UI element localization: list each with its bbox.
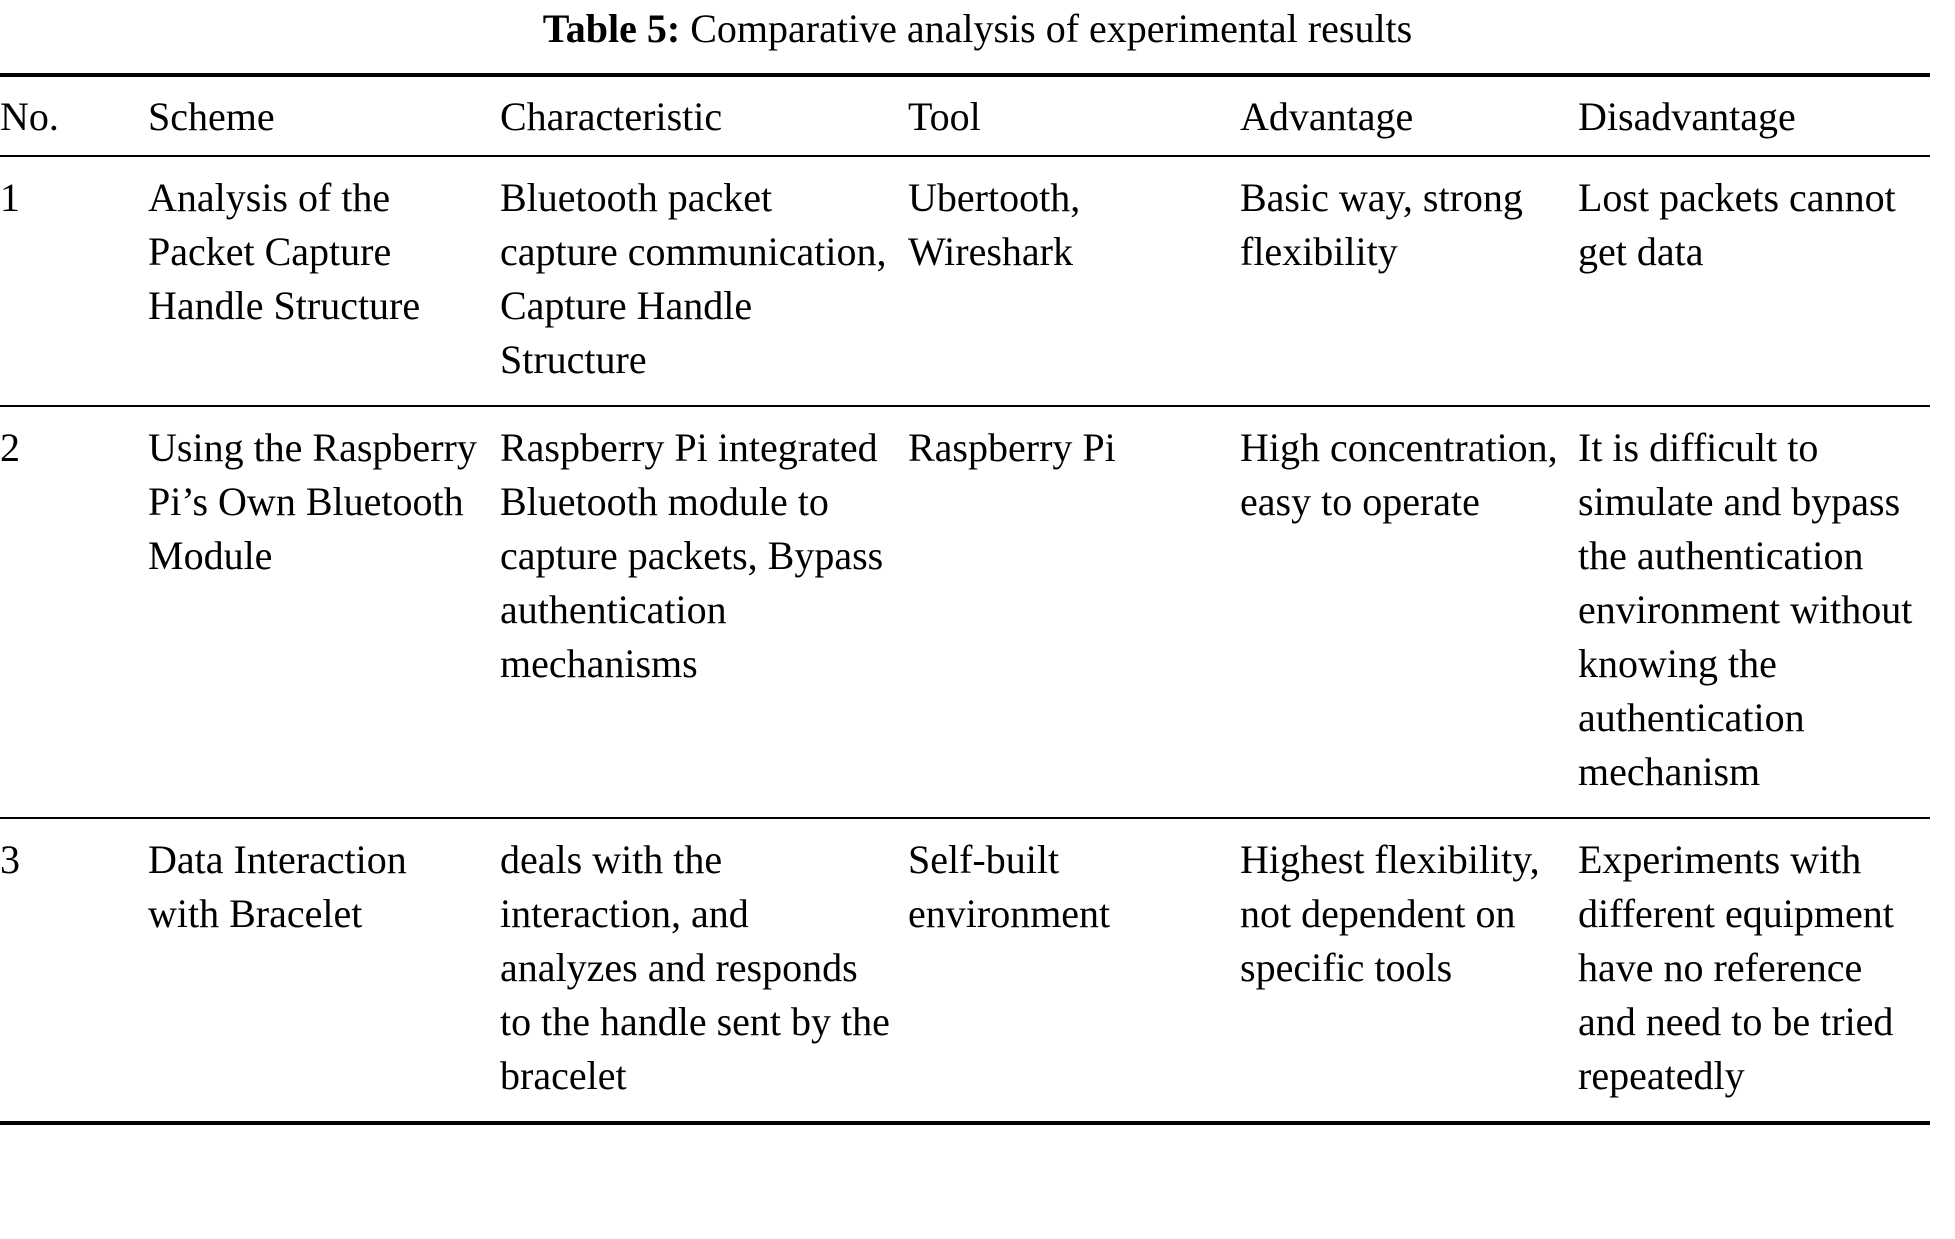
cell-characteristic: Bluetooth packet capture communication, … (500, 175, 887, 382)
cell-disadvantage: It is difficult to simulate and bypass t… (1578, 425, 1913, 794)
table-caption-label: Table 5: (542, 6, 681, 51)
column-header-characteristic: Characteristic (500, 94, 723, 139)
cell-no: 3 (0, 837, 20, 882)
cell-no: 1 (0, 175, 20, 220)
column-header-scheme: Scheme (148, 94, 275, 139)
cell-scheme: Analysis of the Packet Capture Handle St… (148, 175, 421, 328)
table-header-row: No. Scheme Characteristic Tool Advantage… (0, 77, 1930, 155)
table-bottom-rule (0, 1121, 1930, 1125)
cell-scheme: Data Interaction with Bracelet (148, 837, 407, 936)
cell-disadvantage: Lost packets cannot get data (1578, 175, 1896, 274)
cell-tool: Self-built environment (908, 837, 1111, 936)
table-header-rule (0, 155, 1930, 157)
table-caption: Table 5: Comparative analysis of experim… (0, 6, 1955, 52)
table-top-rule (0, 73, 1930, 77)
cell-advantage: Basic way, strong flexibility (1240, 175, 1523, 274)
cell-disadvantage: Experiments with different equipment hav… (1578, 837, 1894, 1098)
cell-characteristic: Raspberry Pi integrated Bluetooth module… (500, 425, 884, 686)
table-row-rule-2 (0, 817, 1930, 819)
cell-tool: Raspberry Pi (908, 425, 1116, 470)
cell-tool: Ubertooth, Wireshark (908, 175, 1081, 274)
table-row: 3 Data Interaction with Bracelet deals w… (0, 819, 1930, 1121)
table-row: 2 Using the Raspberry Pi’s Own Bluetooth… (0, 407, 1930, 817)
comparative-analysis-table: No. Scheme Characteristic Tool Advantage… (0, 73, 1930, 1125)
cell-advantage: Highest flexibility, not dependent on sp… (1240, 837, 1540, 990)
table-caption-text: Comparative analysis of experimental res… (690, 6, 1413, 51)
cell-characteristic: deals with the interaction, and analyzes… (500, 837, 890, 1098)
table-row: 1 Analysis of the Packet Capture Handle … (0, 157, 1930, 405)
table-row-rule-1 (0, 405, 1930, 407)
cell-advantage: High concentration, easy to operate (1240, 425, 1558, 524)
column-header-tool: Tool (908, 94, 981, 139)
cell-no: 2 (0, 425, 20, 470)
column-header-no: No. (0, 94, 59, 139)
column-header-advantage: Advantage (1240, 94, 1414, 139)
cell-scheme: Using the Raspberry Pi’s Own Bluetooth M… (148, 425, 477, 578)
column-header-disadvantage: Disadvantage (1578, 94, 1796, 139)
